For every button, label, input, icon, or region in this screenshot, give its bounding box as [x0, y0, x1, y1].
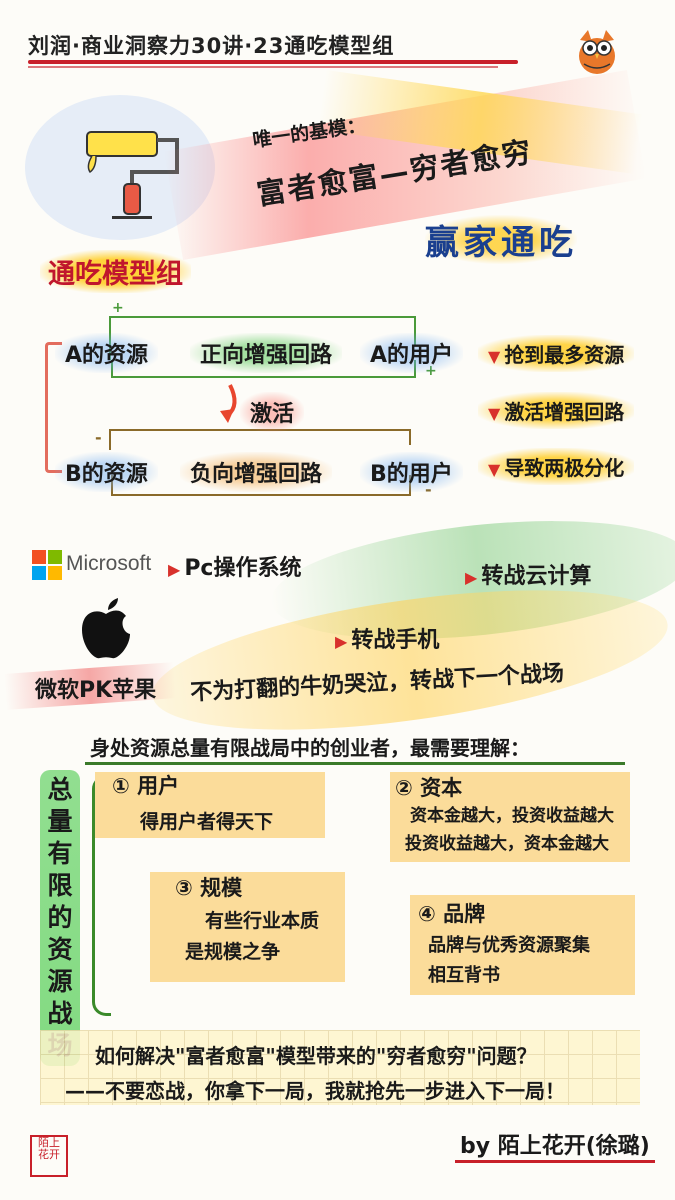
cloud-computing: ▶转战云计算	[465, 564, 592, 589]
vertical-label: 总 量 有 限 的 资 源 战 场	[40, 770, 80, 1066]
item-users-text: 得用户者得天下	[140, 811, 274, 833]
signature-underline	[455, 1160, 655, 1163]
side-item-3: ▼导致两极分化	[478, 448, 635, 485]
minus-sign: -	[425, 480, 432, 499]
loop-left-bracket	[45, 342, 62, 473]
page-title: 刘润·商业洞察力30讲·23通吃模型组	[28, 34, 395, 58]
microsoft-logo-icon	[32, 550, 62, 580]
item-box-brand	[410, 895, 635, 995]
triangle-icon: ▶	[465, 568, 478, 587]
item-brand-title: ④ 品牌	[418, 902, 486, 926]
positive-loop: 正向增强回路	[190, 333, 343, 373]
seal-stamp: 陌上花开	[30, 1135, 68, 1177]
owl-icon	[579, 30, 615, 74]
vs-label: 微软PK苹果	[35, 678, 157, 703]
item-brand-text-1: 品牌与优秀资源聚集	[428, 935, 590, 956]
item-box-capital	[390, 772, 630, 862]
item-box-users	[95, 772, 325, 838]
minus-sign: -	[95, 428, 102, 447]
microsoft-wordmark: Microsoft	[66, 552, 152, 575]
plus-sign: +	[425, 363, 437, 379]
triangle-icon: ▼	[488, 460, 501, 479]
activate-label: 激活	[240, 392, 305, 432]
question: 如何解决"富者愈富"模型带来的"穷者愈穷"问题？	[95, 1044, 537, 1068]
entrepreneur-note: 身处资源总量有限战局中的创业者，最需要理解：	[90, 736, 530, 760]
triangle-icon: ▼	[488, 347, 501, 366]
side-item-1: ▼抢到最多资源	[478, 335, 635, 372]
triangle-icon: ▶	[168, 560, 181, 579]
paint-roller-icon	[86, 131, 179, 219]
apple-logo-icon	[82, 598, 130, 659]
a-user: A的用户	[360, 333, 464, 373]
b-user: B的用户	[360, 452, 463, 492]
triangle-icon: ▶	[335, 632, 348, 651]
winner-takes-all: 赢家通吃	[425, 215, 577, 264]
negative-loop: 负向增强回路	[180, 452, 333, 492]
triangle-icon: ▼	[488, 404, 501, 423]
item-box-scale	[150, 872, 345, 982]
title-underline	[28, 60, 518, 64]
item-scale-text-1: 有些行业本质	[205, 910, 320, 932]
item-capital-text-2: 投资收益越大，资本金越大	[405, 834, 609, 854]
item-scale-text-2: 是规模之争	[185, 941, 281, 963]
item-scale-title: ③ 规模	[175, 876, 243, 900]
item-capital-title: ② 资本	[395, 776, 463, 800]
plus-sign: +	[112, 300, 124, 316]
item-brand-text-2: 相互背书	[428, 965, 500, 986]
grid-background	[40, 1030, 640, 1105]
note-underline	[85, 762, 625, 765]
b-resource: B的资源	[55, 452, 158, 492]
mobile: ▶转战手机	[335, 628, 440, 653]
title-underline-2	[28, 66, 498, 68]
side-item-2: ▼激活增强回路	[478, 392, 635, 429]
item-capital-text-1: 资本金越大，投资收益越大	[410, 806, 614, 826]
signature: by 陌上花开(徐璐)	[460, 1134, 650, 1159]
a-resource: A的资源	[55, 333, 159, 373]
item-users-title: ① 用户	[112, 774, 180, 798]
answer: ——不要恋战，你拿下一局，我就抢先一步进入下一局！	[65, 1079, 565, 1103]
section-title: 通吃模型组	[40, 250, 191, 293]
pc-os: ▶Pc操作系统	[168, 556, 302, 581]
